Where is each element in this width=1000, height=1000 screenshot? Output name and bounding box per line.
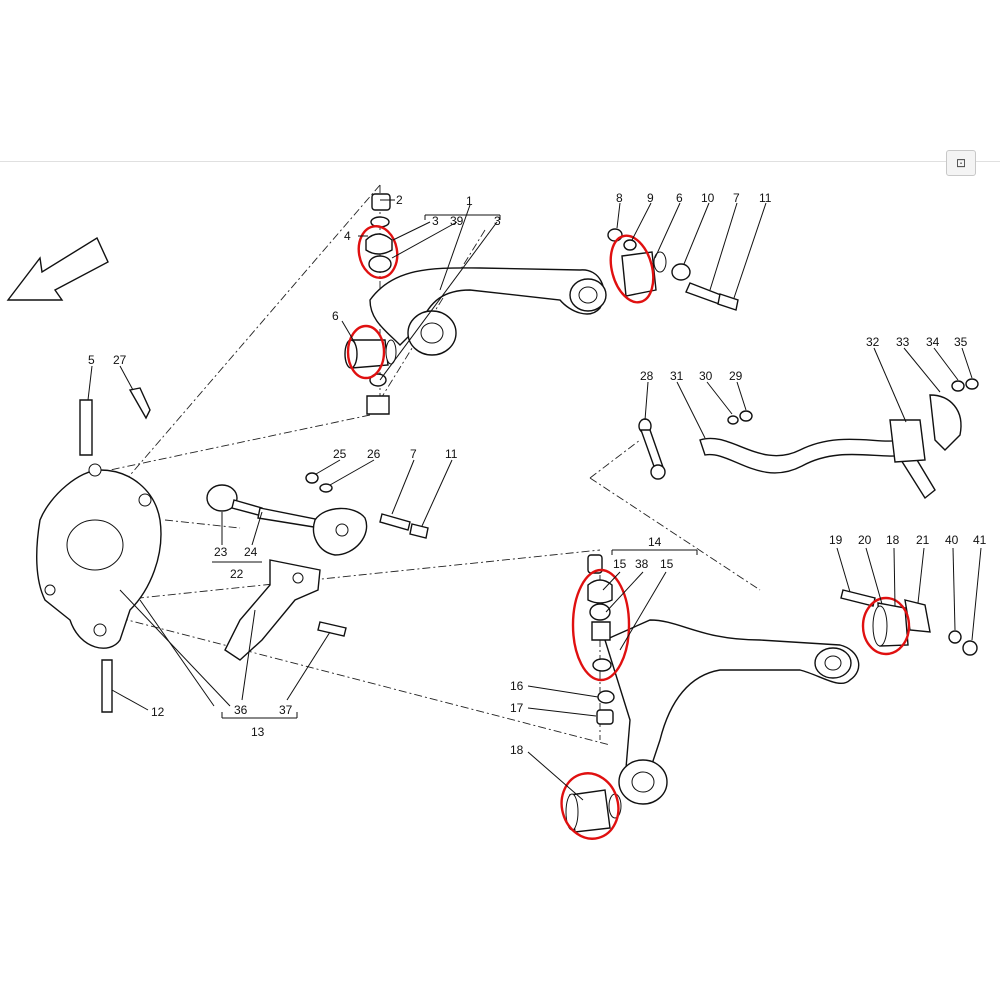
- callout-18b: 18: [510, 743, 524, 757]
- callout-12: 12: [151, 705, 165, 719]
- toe-link: [206, 484, 368, 556]
- lower-front-bushing-group: [840, 589, 978, 656]
- lower-rear-bushing: [565, 789, 622, 833]
- callout-26: 26: [367, 447, 381, 461]
- callout-30: 30: [699, 369, 713, 383]
- hub-carrier: [36, 463, 162, 649]
- callout-29: 29: [729, 369, 743, 383]
- callout-labels: 1 2 3 39 3 4 6 8 9 6 10 7 11 5 27 25 26 …: [88, 191, 987, 757]
- callout-31: 31: [670, 369, 684, 383]
- callout-6b: 6: [676, 191, 683, 205]
- callout-23: 23: [214, 545, 228, 559]
- callout-15: 15: [613, 557, 627, 571]
- callout-11b: 11: [445, 447, 458, 461]
- bolt-37: [317, 621, 347, 637]
- callout-35: 35: [954, 335, 968, 349]
- callout-16: 16: [510, 679, 524, 693]
- upper-bushing: [344, 339, 397, 369]
- callout-8: 8: [616, 191, 623, 205]
- callout-9: 9: [647, 191, 654, 205]
- nut-17: [596, 709, 614, 725]
- callout-37: 37: [279, 703, 293, 717]
- callout-4: 4: [344, 229, 351, 243]
- callout-25: 25: [333, 447, 347, 461]
- ball-joint-sleeve: [366, 395, 390, 415]
- lower-ball-joint-stack: [587, 554, 613, 672]
- callout-6: 6: [332, 309, 339, 323]
- upper-control-arm: [369, 267, 607, 356]
- callout-27: 27: [113, 353, 127, 367]
- callout-2: 2: [396, 193, 403, 207]
- callout-39: 39: [450, 214, 464, 228]
- callout-19: 19: [829, 533, 843, 547]
- callout-1: 1: [466, 194, 473, 208]
- bolt-27: [128, 387, 151, 420]
- washer-30: [727, 415, 739, 425]
- callout-21: 21: [916, 533, 930, 547]
- washer-26: [319, 483, 333, 493]
- bracket-36: [224, 559, 321, 661]
- bolt-12: [101, 659, 113, 713]
- callout-7: 7: [733, 191, 740, 205]
- callout-32: 32: [866, 335, 880, 349]
- callout-14: 14: [648, 535, 662, 549]
- lower-control-arm: [604, 619, 860, 805]
- nut-25: [305, 472, 319, 484]
- direction-arrow: [6, 236, 109, 301]
- callout-3: 3: [432, 214, 439, 228]
- anti-roll-bar: [699, 378, 979, 500]
- callout-17: 17: [510, 701, 524, 715]
- expand-icon[interactable]: ⊡: [946, 150, 976, 176]
- page-divider: [0, 161, 1000, 162]
- callout-41: 41: [973, 533, 987, 547]
- callout-15b: 15: [660, 557, 674, 571]
- washer-16: [597, 690, 615, 704]
- highlight-circles: [346, 224, 911, 840]
- callout-36: 36: [234, 703, 248, 717]
- callout-38: 38: [635, 557, 649, 571]
- nut-29: [739, 410, 753, 422]
- nut-11-toe: [409, 523, 429, 539]
- callout-40: 40: [945, 533, 959, 547]
- callout-5: 5: [88, 353, 95, 367]
- callout-22: 22: [230, 567, 244, 581]
- bolt-7-toe: [379, 513, 411, 531]
- callout-24: 24: [244, 545, 258, 559]
- callout-18: 18: [886, 533, 900, 547]
- bolt-5: [79, 399, 93, 456]
- callout-13: 13: [251, 725, 265, 739]
- callout-11: 11: [759, 191, 772, 205]
- drop-link: [638, 418, 666, 480]
- callout-33: 33: [896, 335, 910, 349]
- callout-10: 10: [701, 191, 715, 205]
- label-leaders: [87, 199, 982, 801]
- callout-3b: 3: [494, 214, 501, 228]
- callout-28: 28: [640, 369, 654, 383]
- callout-7b: 7: [410, 447, 417, 461]
- callout-20: 20: [858, 533, 872, 547]
- callout-34: 34: [926, 335, 940, 349]
